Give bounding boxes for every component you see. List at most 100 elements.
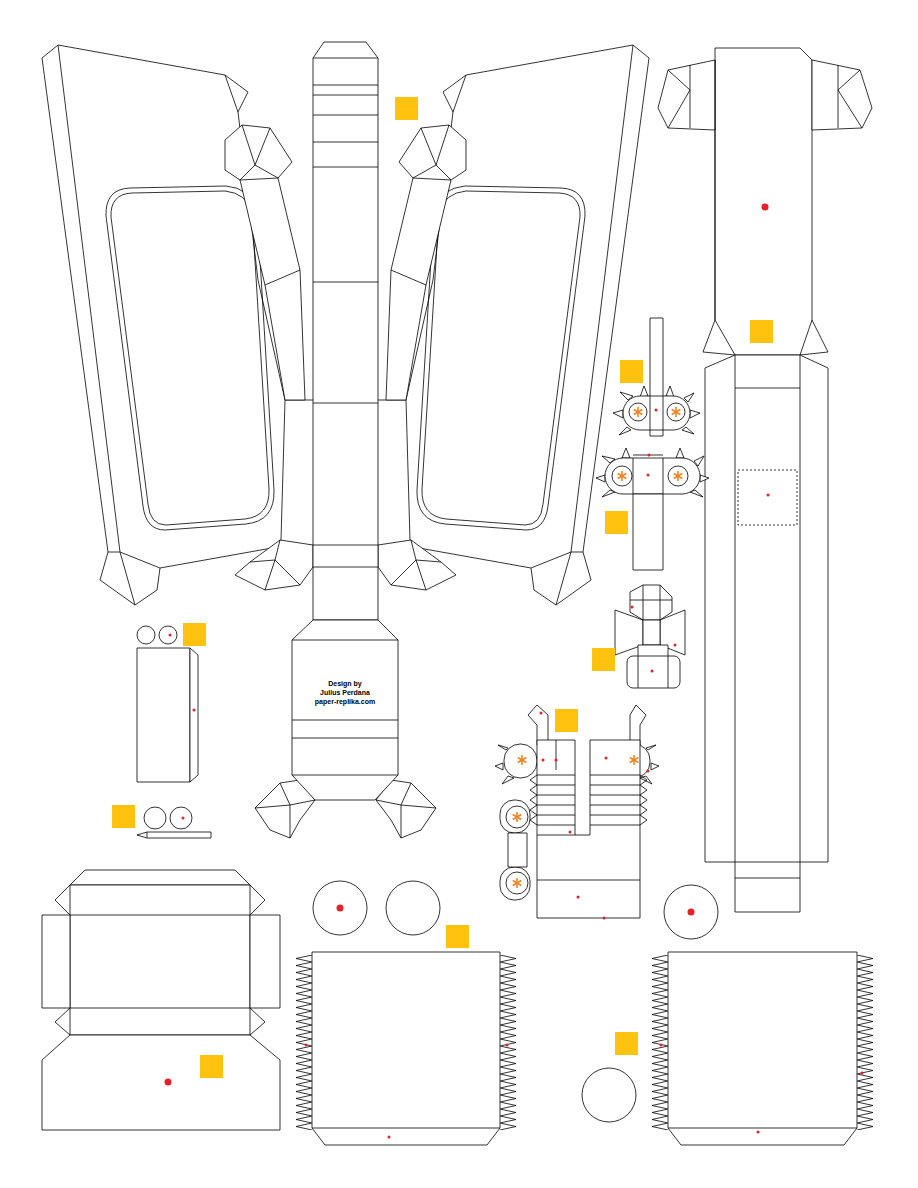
- box-net: [42, 1035, 280, 1130]
- wing-half-mirror: [376, 45, 649, 838]
- disc: [137, 626, 155, 644]
- gear-body: [504, 744, 537, 778]
- window-inner: [111, 191, 269, 525]
- drawn-mark: [555, 759, 558, 762]
- zigzag-strip: [857, 955, 873, 1130]
- foot-part: [235, 540, 313, 590]
- small-part: [630, 585, 672, 620]
- disc: [159, 626, 177, 644]
- drawn-mark: [542, 759, 545, 762]
- asterisk-mark: [513, 878, 522, 888]
- drawn-mark: [200, 1055, 223, 1078]
- disc: [386, 881, 440, 935]
- designer-credit: Design by: [328, 679, 361, 688]
- drawn-mark: [506, 1044, 509, 1047]
- disc: [664, 885, 718, 939]
- drawn-mark: [647, 474, 650, 477]
- pencil-part: [137, 832, 211, 838]
- top-panel: [703, 48, 828, 355]
- box-net: [70, 870, 250, 885]
- gear-body: [623, 396, 690, 430]
- peg-circle: [667, 403, 685, 421]
- yellow-markers: [112, 97, 773, 1078]
- drawn-mark: [193, 709, 196, 712]
- fold-line: [668, 1128, 857, 1129]
- drawn-mark: [674, 644, 677, 647]
- small-part: [500, 867, 530, 900]
- drawn-mark: [446, 925, 469, 948]
- glue-area: [738, 470, 797, 525]
- drawn-mark: [688, 909, 695, 916]
- drawn-mark: [112, 805, 135, 828]
- fold-line: [250, 540, 300, 590]
- asterisk-mark: [672, 407, 681, 417]
- zigzag-edge: [530, 775, 647, 825]
- zigzag-strip: [296, 955, 312, 1130]
- asterisk-mark: [630, 755, 639, 765]
- drawn-mark: [615, 1032, 638, 1055]
- window-outer: [106, 186, 274, 530]
- disc: [313, 881, 367, 935]
- drawn-mark: [605, 757, 608, 760]
- asterisk-mark: [674, 471, 683, 481]
- claw-arm: [528, 705, 646, 745]
- fold-line: [55, 885, 265, 1035]
- small-part: [508, 833, 527, 867]
- fold-line: [638, 656, 668, 688]
- drawn-mark: [388, 1136, 391, 1139]
- peg-circle: [506, 872, 528, 894]
- drawn-mark: [169, 634, 172, 637]
- square-panel: [312, 952, 500, 1145]
- drawn-mark: [605, 511, 628, 534]
- drawn-mark: [762, 204, 769, 211]
- fold-line: [292, 640, 398, 775]
- claw-body: [537, 740, 640, 918]
- small-part: [638, 645, 668, 657]
- drawn-mark: [631, 606, 634, 609]
- drawn-mark: [647, 770, 650, 773]
- drawn-mark: [767, 494, 770, 497]
- fold-line: [633, 455, 663, 494]
- drawn-mark: [592, 648, 615, 671]
- wing-half: [42, 45, 315, 838]
- fold-line: [735, 355, 800, 878]
- drawn-mark: [655, 409, 658, 412]
- strip: [650, 318, 663, 398]
- drawn-mark: [620, 360, 643, 383]
- drawn-mark: [660, 1044, 663, 1047]
- arm-part: [225, 125, 305, 400]
- drawn-mark: [651, 670, 654, 673]
- asterisk-mark: [618, 471, 627, 481]
- designer-credit: Julius Perdana: [320, 688, 370, 697]
- gear-teeth: [613, 386, 700, 435]
- red-dots: [165, 204, 864, 1139]
- fold-line: [537, 740, 640, 880]
- spine-part: [313, 42, 378, 620]
- drawn-mark: [603, 917, 606, 920]
- asterisk-mark: [634, 407, 643, 417]
- fold-line: [312, 1128, 500, 1129]
- drawn-mark: [757, 1131, 760, 1134]
- box-net: [70, 885, 250, 1035]
- fold-line: [58, 45, 313, 605]
- drawn-mark: [540, 712, 543, 715]
- fold-line: [668, 60, 862, 355]
- disc: [170, 807, 192, 829]
- fold-line: [650, 396, 663, 436]
- peg-circle: [612, 466, 632, 486]
- gear-teeth: [596, 448, 709, 497]
- small-part: [500, 800, 530, 833]
- peg-circle: [668, 466, 688, 486]
- small-part: [627, 656, 680, 688]
- zigzag-strip: [500, 955, 516, 1130]
- asterisk-mark: [513, 812, 522, 822]
- gear-body: [605, 458, 700, 494]
- drawn-mark: [555, 709, 578, 732]
- drawn-mark: [305, 1044, 308, 1047]
- drawn-mark: [569, 831, 572, 834]
- box-net: [250, 915, 280, 1008]
- small-part: [643, 620, 660, 645]
- fold-line: [240, 125, 300, 285]
- peg-circle: [506, 806, 528, 828]
